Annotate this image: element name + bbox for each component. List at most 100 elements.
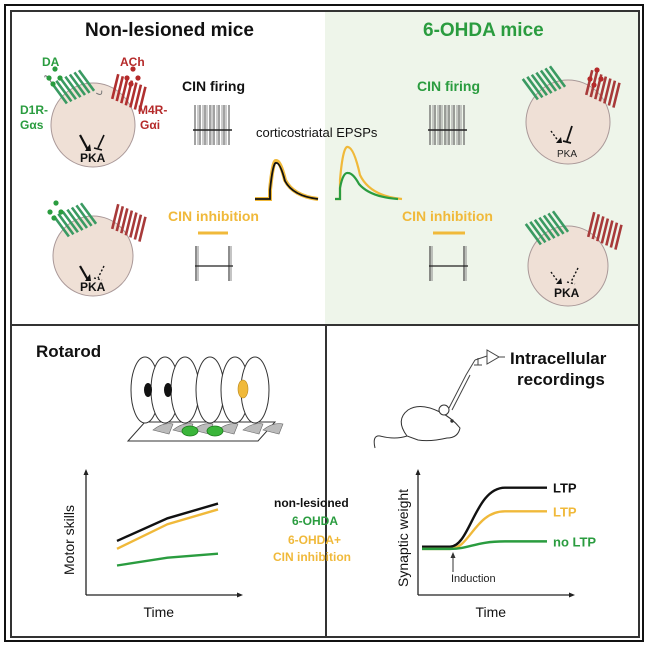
ach-label: ACh [120,55,145,69]
series-label: LTP [553,481,577,496]
da-molecule [47,209,53,215]
cin-firing-label-right: CIN firing [417,78,480,94]
series-line-ltp [422,486,547,548]
title-rotarod: Rotarod [36,342,102,361]
da-molecule [52,66,58,72]
da-molecule [58,209,64,215]
induction-arrowhead [450,552,456,558]
pka-label-small: PKA [557,149,577,160]
da-label: DA [42,55,60,69]
title-intracellular-line2: recordings [517,370,605,389]
series-label: LTP [553,504,577,519]
d1r-label-line1: D1R- [20,103,49,117]
epsp-label: corticostriatal EPSPs [256,125,378,140]
cell-body [50,82,136,168]
title-intracellular-line1: Intracellular [510,349,607,368]
mouse-green-icon [206,425,224,437]
epsp-non-lesioned [255,159,319,201]
inhibition-dashed-icon [93,265,105,281]
title-non-lesioned: Non-lesioned mice [85,20,254,41]
m4r-receptor-icon [110,73,147,112]
ach-molecule [594,67,600,73]
series-line-6-ohda [116,552,219,567]
legend-cin-inhibition: CIN inhibition [273,550,351,564]
d1r-receptor-icon [521,65,567,101]
cell-body [527,225,609,307]
d1r-receptor-icon [52,202,98,238]
cin-inhibition-trace-right [429,231,468,281]
mouse-green-icon [181,425,199,437]
d1r-label-line2: Gαs [20,118,44,132]
cell-6ohda-bottom [524,210,623,307]
y-axis-label: Motor skills [61,505,77,575]
top-diagram-svg: PKA PKA PKA [44,65,623,307]
inhibition-dashed-icon [566,267,579,285]
legend-6ohda-plus: 6-OHDA+ [288,533,342,547]
da-molecule [46,75,52,81]
d1r-receptor-icon [524,210,570,246]
figure-inner-border [10,10,640,638]
series-label: no LTP [553,534,596,549]
title-6ohda: 6-OHDA mice [423,20,544,41]
pka-label: PKA [80,151,106,165]
y-axis-arrow-icon [83,469,89,475]
ach-molecule [587,76,593,82]
inhibition-bar-icon [93,134,105,151]
rotarod-illustration [126,356,284,442]
cin-firing-label-left: CIN firing [182,78,245,94]
ach-molecule [598,76,604,82]
ach-molecule [135,75,141,81]
activation-arrow-icon [79,265,89,281]
ach-molecule [130,66,136,72]
x-axis-arrow-icon [237,592,243,598]
cell-6ohda-top [521,65,621,165]
ach-molecule [128,81,134,87]
mouse-icon [373,404,461,449]
m4r-receptor-icon [110,203,147,242]
activation-arrow-icon [79,134,89,151]
da-molecule [51,215,57,221]
ach-molecule [124,75,130,81]
recording-electrode-icon [448,349,505,411]
m4r-label-line1: M4R- [138,103,168,117]
epsp-trace-yellow [335,145,403,201]
cin-inhibition-trace-left [195,231,233,281]
divider-vertical [325,326,327,636]
pka-label: PKA [80,280,106,294]
series-line-non-lesioned [116,502,219,543]
epsp-trace-green [335,171,399,201]
cin-inhibition-label-left: CIN inhibition [168,208,259,224]
epsp-trace-black [255,162,319,200]
cin-inhibition-label-right: CIN inhibition [402,208,493,224]
x-axis-arrow-icon [569,592,575,598]
induction-label: Induction [451,573,496,585]
series-line-6-ohda-cin-inhibition [116,508,219,550]
cell-body [525,79,611,165]
x-axis-label: Time [476,604,507,620]
cin-firing-trace-left [193,105,232,145]
series-line-no-ltp [422,540,547,551]
cell-body [52,215,134,297]
mouse-black-icon [144,383,152,397]
mouse-black-icon [164,383,172,397]
legend-non-lesioned: non-lesioned [274,496,349,510]
mouse-yellow-icon [237,379,249,399]
m4r-receptor-icon [586,211,623,250]
pka-label: PKA [554,286,580,300]
y-axis-arrow-icon [415,469,421,475]
x-axis-label: Time [144,604,175,620]
epsp-6ohda [335,145,403,201]
divider-horizontal [12,324,638,326]
d1r-receptor-icon [44,69,103,105]
cell-non-lesioned-bottom [47,200,147,297]
ach-molecule [591,82,597,88]
rotarod-apparatus-icon [126,356,284,442]
figure-outer-border [4,4,644,642]
da-molecule [53,200,59,206]
mouse-recording-illustration [373,349,505,449]
da-molecule [57,75,63,81]
cin-firing-trace-right [428,105,467,145]
y-axis-label: Synaptic weight [395,489,411,587]
m4r-label-line2: Gαi [140,118,161,132]
